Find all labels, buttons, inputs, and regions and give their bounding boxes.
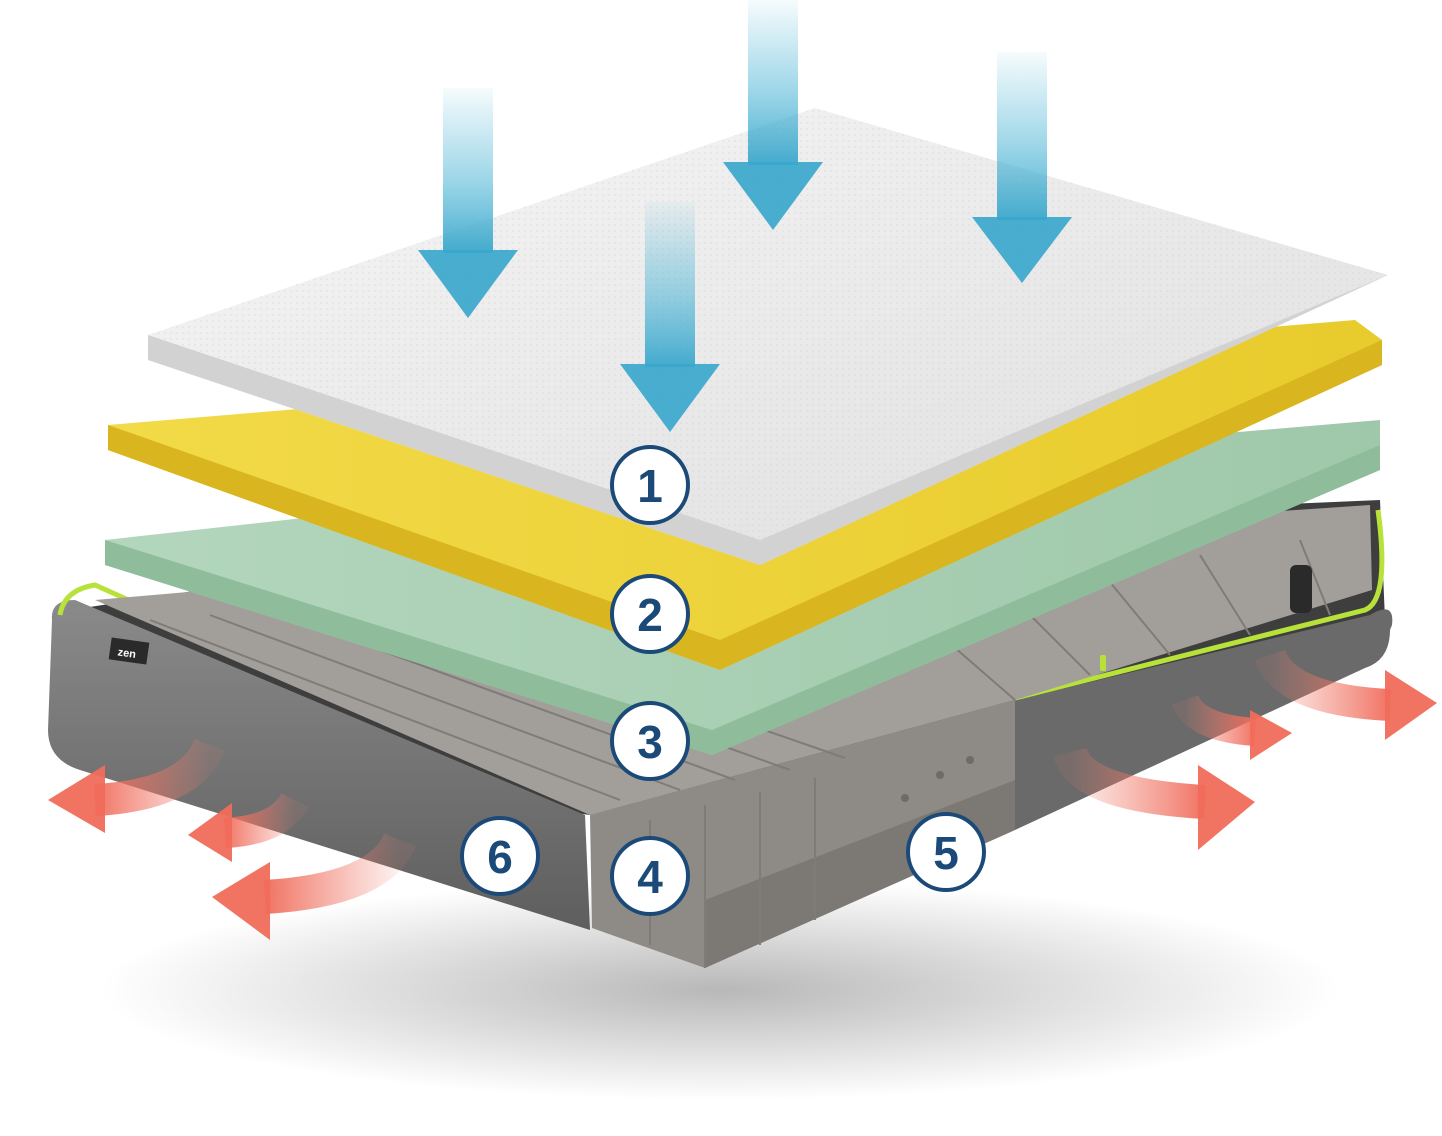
svg-text:6: 6 <box>487 831 513 883</box>
cover-layer <box>148 108 1388 565</box>
accent-piping-right <box>1014 509 1385 701</box>
brand-logo-text: zen <box>117 646 137 660</box>
down-arrow-icon <box>723 0 823 230</box>
down-arrow-icon <box>620 202 720 432</box>
layer-labels: 1 2 3 4 5 6 <box>460 445 986 916</box>
layer-label-2: 2 <box>610 574 690 654</box>
svg-text:2: 2 <box>637 589 663 641</box>
casing-left-side <box>48 600 590 930</box>
foam-dimples <box>901 756 974 802</box>
layer-label-3: 3 <box>610 701 690 781</box>
down-arrow-icon <box>972 52 1072 283</box>
down-arrow-icon <box>418 88 518 318</box>
curved-arrow-icon <box>188 792 309 862</box>
brand-logo-tag <box>108 637 150 665</box>
curved-arrow-icon <box>212 832 416 940</box>
svg-text:4: 4 <box>637 851 663 903</box>
zipper-pull <box>1100 655 1106 671</box>
side-handle <box>1290 565 1312 613</box>
accent-piping-left <box>57 582 587 808</box>
layer-label-1: 1 <box>610 445 690 525</box>
layer-label-5: 5 <box>906 812 986 892</box>
svg-text:3: 3 <box>637 716 663 768</box>
layer-label-6: 6 <box>460 816 540 896</box>
layer-label-4: 4 <box>610 836 690 916</box>
svg-text:1: 1 <box>637 460 663 512</box>
cool-airflow-arrows <box>418 0 1072 432</box>
curved-arrow-icon <box>1171 694 1292 760</box>
floor-shadow <box>100 880 1340 1100</box>
curved-arrow-icon <box>1053 746 1255 850</box>
curved-arrow-icon <box>1254 648 1437 740</box>
curved-arrow-icon <box>48 738 225 833</box>
foam-block-front <box>590 700 1015 968</box>
svg-text:5: 5 <box>933 827 959 879</box>
warm-airflow-arrows <box>48 648 1437 940</box>
